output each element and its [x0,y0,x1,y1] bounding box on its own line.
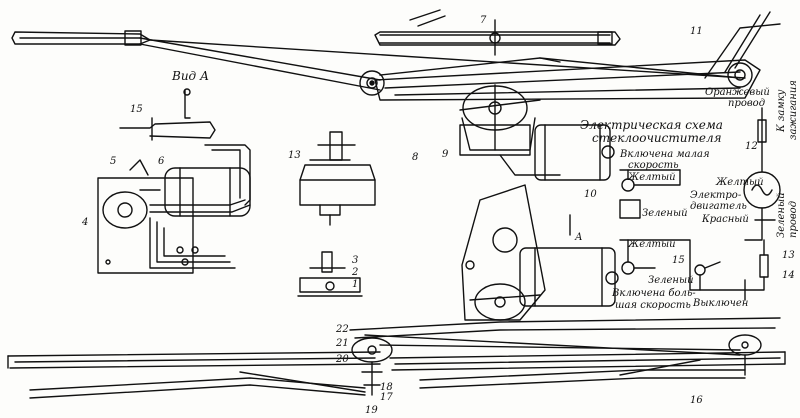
arrow-a-label: А [574,232,583,243]
callout-12: 12 [745,141,758,152]
wire-green-top: Зеленый [642,208,688,219]
wire-orange-1: Оранжевый [705,87,770,98]
wire-green-right-2: провод [788,201,799,238]
wire-ignition-1: К замку [776,89,787,133]
callout-6: 6 [158,156,165,167]
motor-label-2: двигатель [690,201,747,212]
callout-2: 2 [351,267,358,278]
schema-title-line1: Электрическая схема [580,118,723,132]
callout-13-detail: 13 [288,150,301,161]
callout-15-schematic: 15 [672,255,685,266]
callout-13: 13 [782,250,795,261]
callout-20: 20 [335,354,349,365]
callout-8: 8 [412,152,418,163]
note-high-speed-1: Включена боль- [611,288,696,299]
callout-17: 17 [380,392,393,403]
callout-22: 22 [335,324,349,335]
callout-19: 19 [365,405,378,416]
callout-21: 21 [335,338,349,349]
callout-15: 15 [130,104,143,115]
wire-yellow-top: Желтый [627,172,676,183]
wire-ignition-2: зажигания [788,80,799,140]
motor-label-1: Электро- [690,190,742,201]
callout-10: 10 [584,189,597,200]
callout-1: 1 [352,279,358,290]
electrical-schematic [619,107,781,301]
note-high-speed-2: шая скорость [615,300,691,311]
labels: Вид А А Электрическая схема стеклоочисти… [81,15,799,416]
callout-18: 18 [380,382,393,393]
schema-title-line2: стеклоочистителя [592,131,722,145]
note-low-speed-1: Включена малая [619,149,710,160]
wire-orange-2: провод [728,98,765,109]
detail-1-3 [297,251,363,297]
wire-green-mid: Зеленый [648,275,694,286]
callout-5: 5 [110,156,116,167]
wire-green-right-1: Зеленый [776,192,787,238]
wire-red-right: Красный [701,214,749,225]
view-a-assembly [97,88,251,274]
callout-7: 7 [480,15,487,26]
bottom-linkage [7,317,786,399]
top-linkage [11,9,781,181]
detail-13-section [299,131,376,226]
bottom-motor-assembly [461,184,619,321]
wire-yellow-mid: Желтый [627,239,676,250]
callout-9: 9 [442,149,449,160]
view-a-label: Вид А [171,69,209,83]
callout-3: 3 [352,255,358,266]
callout-16: 16 [690,395,703,406]
wire-yellow-right: Желтый [715,177,764,188]
note-low-speed-2: скорость [628,160,679,171]
callout-14: 14 [782,270,795,281]
note-off: Выключен [692,298,748,309]
callout-4: 4 [81,217,88,228]
callout-11: 11 [690,26,703,37]
